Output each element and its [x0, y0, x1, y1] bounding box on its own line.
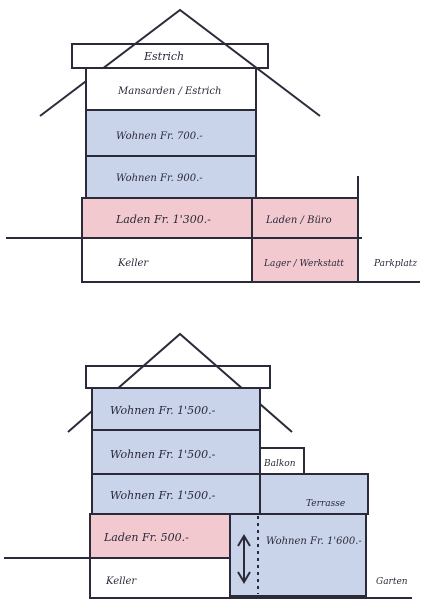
bottom-floor2-box: [91, 429, 261, 475]
top-shop-annex-box: [251, 197, 359, 239]
bottom-labels: Wohnen Fr. 1'500.- Wohnen Fr. 1'500.- Ba…: [103, 404, 408, 587]
bottom-terrace-label: Terrasse: [306, 499, 345, 509]
bottom-garden-label: Garten: [376, 577, 408, 587]
bottom-floor3-label: Wohnen Fr. 1'500.-: [110, 404, 216, 417]
top-mansard-box: [85, 67, 257, 111]
bottom-cellar-label: Keller: [105, 576, 137, 587]
bottom-floor1-label: Wohnen Fr. 1'500.-: [110, 489, 216, 502]
top-shop-label: Laden Fr. 1'300.-: [115, 213, 211, 226]
top-cellar-label: Keller: [117, 258, 149, 269]
bottom-arrow-up-head: [237, 534, 251, 547]
top-parking-label: Parkplatz: [373, 259, 417, 269]
top-storage-box: [251, 237, 359, 283]
bottom-balcony-label: Balkon: [263, 459, 296, 469]
top-floor2-label: Wohnen Fr. 700.-: [116, 131, 203, 142]
top-floor1-label: Wohnen Fr. 900.-: [116, 173, 203, 184]
bottom-annex-box: [229, 513, 367, 597]
top-shop-annex-label: Laden / Büro: [265, 215, 332, 226]
bottom-roof-box: [85, 365, 271, 389]
bottom-section: [4, 332, 412, 599]
bottom-shop-label: Laden Fr. 500.-: [103, 531, 189, 544]
top-cellar-box: [81, 237, 253, 283]
top-attic-label: Estrich: [143, 50, 184, 63]
top-section: [6, 8, 420, 283]
bottom-floor1-box: [91, 473, 261, 515]
bottom-terrace-box: [259, 473, 369, 515]
bottom-annex-label: Wohnen Fr. 1'600.-: [266, 536, 362, 547]
top-labels: Estrich Mansarden / Estrich Wohnen Fr. 7…: [115, 50, 417, 269]
top-storage-label: Lager / Werkstatt: [263, 259, 344, 269]
top-mansard-label: Mansarden / Estrich: [117, 86, 221, 97]
bottom-arrow-down-head: [237, 571, 251, 584]
bottom-floor2-label: Wohnen Fr. 1'500.-: [110, 448, 216, 461]
